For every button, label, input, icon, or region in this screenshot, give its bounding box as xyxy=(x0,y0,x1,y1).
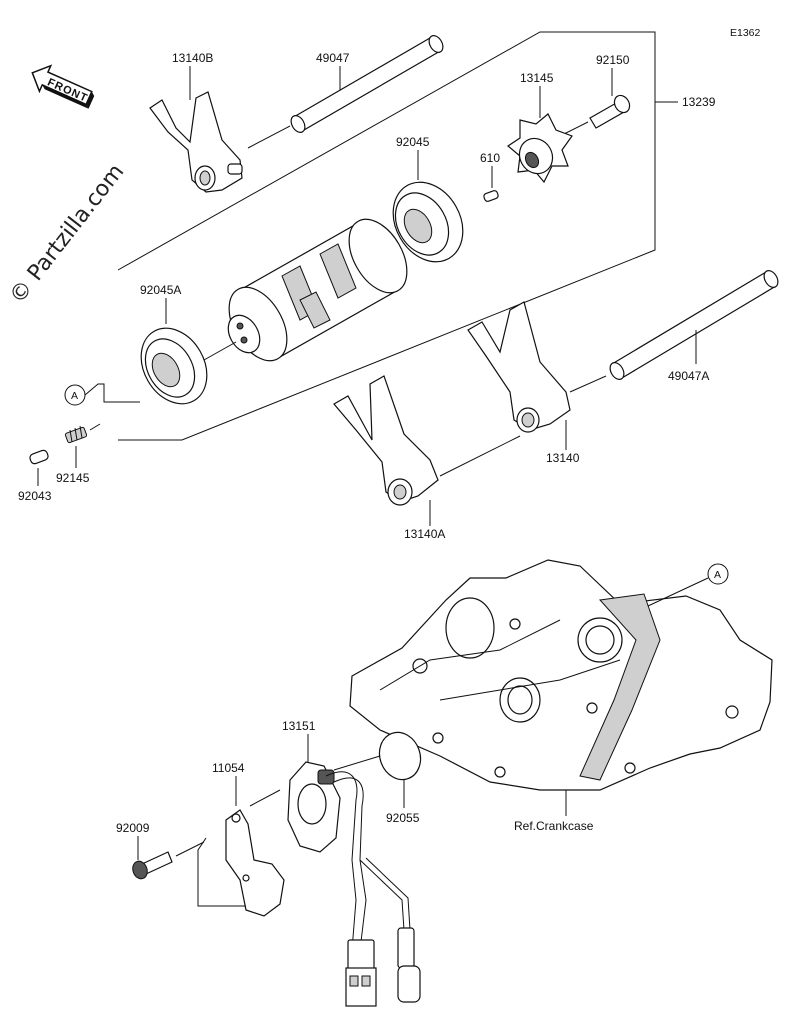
label-13145: 13145 xyxy=(520,71,554,85)
label-ref-crankcase: Ref.Crankcase xyxy=(514,819,594,833)
leader-92150-b xyxy=(563,121,589,135)
label-13140: 13140 xyxy=(546,451,580,465)
label-13151: 13151 xyxy=(282,719,316,733)
o-ring-92055 xyxy=(378,731,422,781)
shift-rod-49047 xyxy=(290,35,444,133)
label-49047: 49047 xyxy=(316,51,350,65)
svg-text:A: A xyxy=(71,390,78,402)
bolt-92150 xyxy=(589,94,631,129)
leader-92145-b xyxy=(89,423,101,431)
shift-rod-49047A xyxy=(609,270,779,380)
label-610: 610 xyxy=(480,151,500,165)
front-arrow-icon: FRONT xyxy=(31,64,95,109)
label-92055: 92055 xyxy=(386,811,420,825)
bracket-11054 xyxy=(225,809,285,917)
bolt-92009 xyxy=(132,851,173,880)
shift-drum xyxy=(227,218,408,362)
label-92145: 92145 xyxy=(56,471,90,485)
leader-13140B-shaft xyxy=(247,125,291,149)
leader-13140-shaft xyxy=(569,375,607,393)
label-13239: 13239 xyxy=(682,95,716,109)
svg-text:A: A xyxy=(714,569,721,581)
ref-marker-a-bottom: A xyxy=(707,563,729,585)
leader-fork-shaft xyxy=(439,435,521,477)
label-92045A: 92045A xyxy=(140,283,181,297)
leader-o-ring-axis xyxy=(333,755,381,771)
pin-92043 xyxy=(29,449,49,465)
leader-a-bottom xyxy=(647,577,709,607)
label-92150: 92150 xyxy=(596,53,630,67)
label-92045: 92045 xyxy=(396,135,430,149)
label-92043: 92043 xyxy=(18,489,52,503)
ref-marker-a-top: A xyxy=(64,384,86,406)
leader-11054-bracket xyxy=(197,837,246,907)
label-13140A: 13140A xyxy=(404,527,445,541)
shift-drum-plate-13145 xyxy=(506,113,573,184)
spring-92145 xyxy=(64,425,88,444)
leader-drum-bearing xyxy=(203,341,237,361)
pin-610 xyxy=(483,190,499,202)
label-92009: 92009 xyxy=(116,821,150,835)
shift-fork-13140B xyxy=(149,91,243,193)
crankcase-ref xyxy=(349,559,773,791)
shift-fork-13140A xyxy=(333,375,439,506)
leader-92009-b xyxy=(175,841,205,857)
leader-a-top xyxy=(84,383,140,403)
label-11054: 11054 xyxy=(212,761,245,775)
bearing-92045A xyxy=(140,327,208,405)
shift-fork-13140 xyxy=(467,301,571,433)
assembly-bracket-13239 xyxy=(117,31,656,441)
leader-sensor-axis xyxy=(249,789,281,807)
diagram-code: E1362 xyxy=(730,27,761,39)
watermark: © Partzilla.com xyxy=(5,160,129,309)
label-13140B: 13140B xyxy=(172,51,213,65)
bearing-92045 xyxy=(392,181,464,263)
gear-position-sensor-13151 xyxy=(287,761,421,1007)
label-49047A: 49047A xyxy=(668,369,709,383)
